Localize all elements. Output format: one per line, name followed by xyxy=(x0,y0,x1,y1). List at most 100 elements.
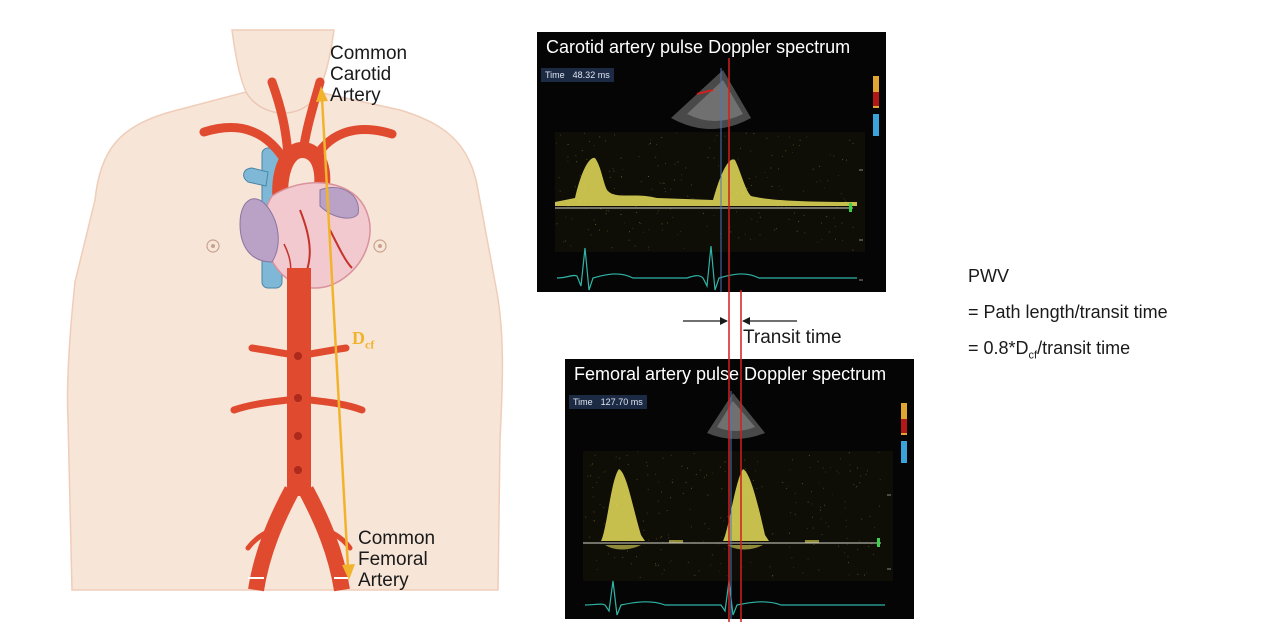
doppler-speckle xyxy=(608,210,610,212)
doppler-speckle xyxy=(846,537,848,539)
doppler-speckle xyxy=(825,522,827,524)
doppler-speckle xyxy=(775,228,777,230)
doppler-speckle xyxy=(852,226,854,228)
femoral-panel-title: Femoral artery pulse Doppler spectrum xyxy=(574,364,887,384)
doppler-speckle xyxy=(681,179,683,181)
doppler-speckle xyxy=(676,132,678,134)
doppler-speckle xyxy=(786,487,788,489)
doppler-speckle xyxy=(713,157,715,159)
doppler-speckle xyxy=(778,168,780,170)
doppler-speckle xyxy=(827,180,829,182)
femoral-label-line: Common xyxy=(358,528,436,549)
doppler-speckle xyxy=(672,217,674,218)
doppler-speckle xyxy=(842,239,844,241)
doppler-speckle xyxy=(806,528,808,530)
doppler-speckle xyxy=(817,461,819,463)
doppler-speckle xyxy=(802,190,804,192)
doppler-speckle xyxy=(637,451,639,453)
doppler-speckle xyxy=(772,575,774,576)
doppler-speckle xyxy=(658,564,660,566)
doppler-speckle xyxy=(672,482,674,484)
doppler-speckle xyxy=(745,471,747,472)
doppler-speckle xyxy=(866,470,868,472)
doppler-speckle xyxy=(661,223,663,225)
doppler-speckle xyxy=(714,140,716,142)
doppler-speckle xyxy=(828,526,829,527)
doppler-speckle xyxy=(664,187,666,189)
doppler-speckle xyxy=(596,482,598,484)
doppler-speckle xyxy=(782,155,783,157)
doppler-speckle xyxy=(766,137,768,139)
doppler-speckle xyxy=(738,237,740,239)
doppler-speckle xyxy=(647,489,649,491)
doppler-speckle xyxy=(789,469,791,471)
doppler-speckle xyxy=(648,176,649,177)
formula-line-dcf: = 0.8*Dcf/transit time xyxy=(968,338,1168,366)
doppler-speckle xyxy=(682,493,684,494)
doppler-speckle xyxy=(604,140,606,142)
doppler-speckle xyxy=(816,181,818,183)
doppler-speckle xyxy=(758,212,760,214)
doppler-speckle xyxy=(840,458,841,460)
doppler-speckle xyxy=(581,150,583,152)
doppler-speckle xyxy=(657,165,659,167)
doppler-speckle xyxy=(691,487,693,489)
doppler-speckle xyxy=(605,470,607,472)
carotid-doppler-waveform xyxy=(555,157,857,206)
femoral-doppler-graphics xyxy=(583,391,907,619)
doppler-speckle xyxy=(838,545,839,547)
doppler-speckle xyxy=(650,139,652,141)
doppler-speckle xyxy=(559,190,561,192)
doppler-speckle xyxy=(823,487,824,489)
doppler-speckle xyxy=(755,176,757,178)
doppler-speckle xyxy=(821,238,823,240)
doppler-speckle xyxy=(659,182,661,184)
doppler-speckle xyxy=(847,556,849,558)
doppler-speckle xyxy=(593,511,595,513)
doppler-speckle xyxy=(693,453,695,454)
doppler-speckle xyxy=(812,527,814,529)
doppler-speckle xyxy=(852,249,854,251)
doppler-speckle xyxy=(751,218,753,220)
doppler-speckle xyxy=(759,234,761,236)
doppler-speckle xyxy=(657,500,659,502)
doppler-speckle xyxy=(801,483,803,485)
doppler-speckle xyxy=(671,481,673,483)
doppler-speckle xyxy=(694,574,696,576)
doppler-speckle xyxy=(638,222,640,224)
doppler-speckle xyxy=(648,143,650,145)
doppler-speckle xyxy=(856,485,858,487)
doppler-speckle xyxy=(825,471,827,473)
doppler-speckle xyxy=(589,536,591,538)
doppler-speckle xyxy=(697,197,699,199)
doppler-speckle xyxy=(620,214,622,215)
doppler-speckle xyxy=(599,136,601,138)
doppler-speckle xyxy=(856,467,858,469)
doppler-speckle xyxy=(691,197,693,199)
doppler-speckle xyxy=(620,176,622,178)
doppler-speckle xyxy=(666,510,668,512)
doppler-speckle xyxy=(592,463,594,465)
doppler-speckle xyxy=(741,566,743,568)
doppler-speckle xyxy=(749,543,751,545)
doppler-speckle xyxy=(570,245,572,247)
doppler-speckle xyxy=(848,452,850,454)
doppler-speckle xyxy=(855,486,857,488)
doppler-speckle xyxy=(636,556,638,558)
doppler-speckle xyxy=(845,525,847,527)
formula-line-pwv: PWV xyxy=(968,266,1010,286)
carotid-artery-label: Common Carotid Artery xyxy=(330,43,407,106)
doppler-speckle xyxy=(713,215,715,217)
doppler-speckle xyxy=(576,161,578,163)
doppler-speckle xyxy=(788,485,790,487)
doppler-speckle xyxy=(651,188,653,190)
doppler-speckle xyxy=(565,216,567,218)
doppler-speckle xyxy=(655,156,657,158)
doppler-speckle xyxy=(756,221,758,223)
doppler-speckle xyxy=(588,141,590,142)
doppler-speckle xyxy=(594,520,595,522)
doppler-speckle xyxy=(655,563,657,565)
doppler-speckle xyxy=(736,211,737,213)
doppler-speckle xyxy=(567,144,569,145)
